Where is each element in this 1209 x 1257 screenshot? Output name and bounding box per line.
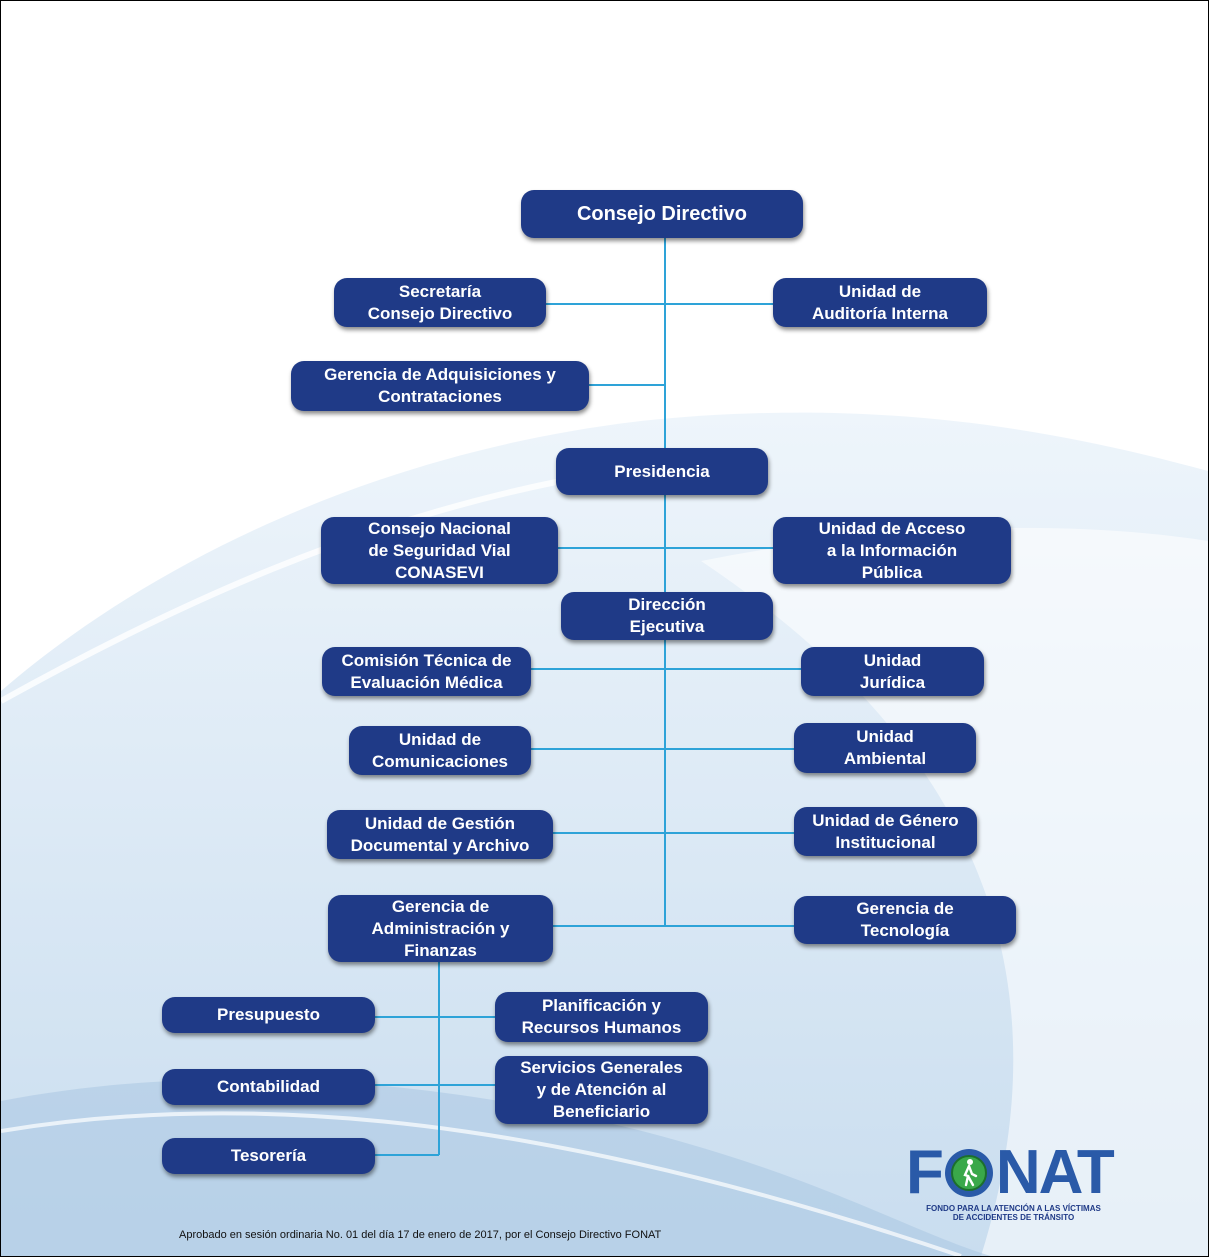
node-label: Presupuesto	[217, 1005, 320, 1024]
approval-footnote: Aprobado en sesión ordinaria No. 01 del …	[179, 1229, 662, 1241]
node-contabilidad: Contabilidad	[162, 1069, 375, 1105]
node-unidad-gestion-documental: Unidad de Gestión Documental y Archivo	[327, 810, 553, 859]
node-label: Consejo Directivo	[576, 203, 748, 225]
node-gerencia-administracion-finanzas: Gerencia de Administración y Finanzas	[328, 895, 553, 962]
pedestrian-signal-icon	[944, 1149, 993, 1197]
node-presupuesto: Presupuesto	[162, 997, 375, 1033]
node-label: Dirección Ejecutiva	[628, 595, 706, 636]
node-consejo-directivo: Consejo Directivo	[521, 190, 803, 238]
node-label: Presidencia	[614, 461, 710, 481]
node-label: Contabilidad	[217, 1077, 320, 1096]
node-label: Unidad Jurídica	[859, 650, 926, 692]
logo-tagline: FONDO PARA LA ATENCIÓN A LAS VÍCTIMAS DE…	[926, 1204, 1101, 1222]
logo-letter-f: F	[906, 1138, 944, 1207]
node-label: Comisión Técnica de Evaluación Médica	[341, 650, 512, 692]
node-label: Gerencia de Tecnología	[856, 899, 954, 940]
node-label: Planificación y Recursos Humanos	[521, 996, 682, 1037]
node-secretaria-consejo-directivo: Secretaría Consejo Directivo	[334, 278, 546, 327]
node-planificacion-recursos-humanos: Planificación y Recursos Humanos	[495, 992, 708, 1042]
node-unidad-juridica: Unidad Jurídica	[801, 647, 984, 696]
node-presidencia: Presidencia	[556, 448, 768, 495]
node-label: Secretaría Consejo Directivo	[367, 281, 513, 323]
node-gerencia-adquisiciones: Gerencia de Adquisiciones y Contratacion…	[291, 361, 589, 411]
logo-wordmark: F NAT	[906, 1138, 1115, 1207]
node-servicios-generales: Servicios Generales y de Atención al Ben…	[495, 1056, 708, 1124]
node-comision-tecnica: Comisión Técnica de Evaluación Médica	[322, 647, 531, 696]
node-label: Unidad Ambiental	[843, 727, 927, 768]
node-unidad-comunicaciones: Unidad de Comunicaciones	[349, 726, 531, 775]
node-direccion-ejecutiva: Dirección Ejecutiva	[561, 592, 773, 640]
node-unidad-genero: Unidad de Género Institucional	[794, 807, 977, 856]
node-gerencia-tecnologia: Gerencia de Tecnología	[794, 896, 1016, 944]
node-conasevi: Consejo Nacional de Seguridad Vial CONAS…	[321, 517, 558, 584]
logo-letters-nat: NAT	[995, 1138, 1115, 1207]
node-unidad-acceso-informacion: Unidad de Acceso a la Información Públic…	[773, 517, 1011, 584]
node-label: Unidad de Comunicaciones	[371, 729, 509, 771]
node-label: Unidad de Género Institucional	[812, 810, 959, 852]
fonat-logo: F NAT FONDO PARA LA ATENCIÓN A LAS VÍCTI…	[906, 1138, 1121, 1229]
node-label: Unidad de Auditoría Interna	[811, 281, 948, 323]
node-label: Unidad de Gestión Documental y Archivo	[350, 813, 530, 855]
node-label: Gerencia de Administración y Finanzas	[371, 896, 510, 960]
node-unidad-ambiental: Unidad Ambiental	[794, 723, 976, 773]
node-tesoreria: Tesorería	[162, 1138, 375, 1174]
node-unidad-auditoria-interna: Unidad de Auditoría Interna	[773, 278, 987, 327]
node-label: Tesorería	[230, 1146, 307, 1165]
node-label: Consejo Nacional de Seguridad Vial CONAS…	[368, 518, 511, 582]
node-label: Unidad de Acceso a la Información Públic…	[818, 518, 966, 582]
node-label: Gerencia de Adquisiciones y Contratacion…	[324, 365, 556, 406]
node-label: Servicios Generales y de Atención al Ben…	[520, 1058, 683, 1121]
